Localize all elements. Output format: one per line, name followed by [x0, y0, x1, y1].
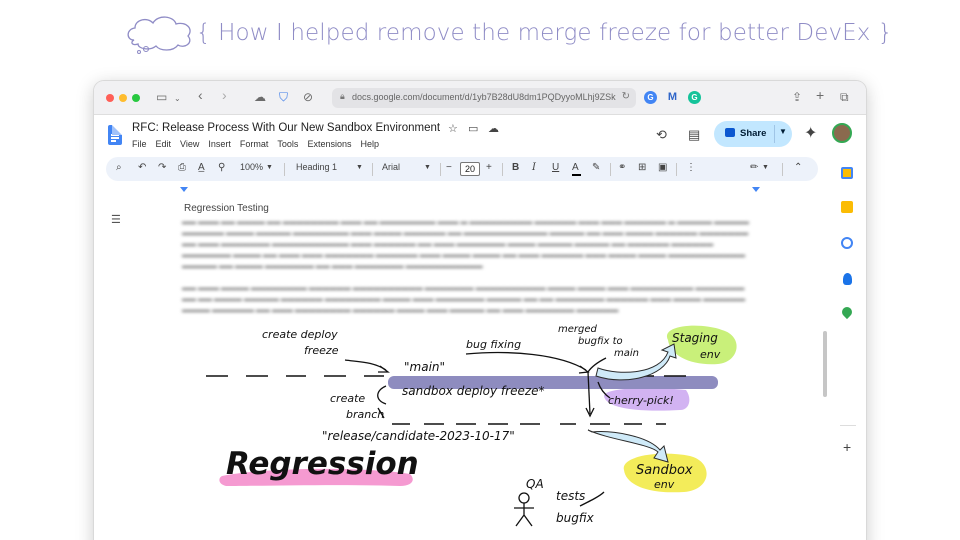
menu-bar: File Edit View Insert Format Tools Exten…: [132, 139, 379, 149]
share-label: Share: [740, 128, 767, 139]
shield-icon[interactable]: ⛉: [279, 90, 289, 104]
contacts-icon[interactable]: [843, 273, 852, 285]
formatting-toolbar: ⌕ ↶ ↷ ⎙ A̲ ⚲ 100% ▼ Heading 1 ▼ Arial ▼ …: [106, 157, 818, 181]
history-icon[interactable]: ⟲: [656, 127, 667, 142]
comments-icon[interactable]: ▤: [688, 127, 701, 142]
forward-icon[interactable]: ›: [222, 87, 227, 103]
more-options-icon[interactable]: ⋮: [686, 162, 696, 173]
tasks-icon[interactable]: [841, 237, 853, 249]
calendar-icon[interactable]: [841, 167, 853, 179]
menu-tools[interactable]: Tools: [277, 139, 299, 149]
maximize-window-button[interactable]: [132, 94, 140, 102]
highlight-icon[interactable]: ✎: [592, 162, 601, 173]
browser-toolbar: ▭ ⌄ ‹ › ☁ ⛉ ⊘ 🔒︎ docs.google.com/documen…: [94, 81, 866, 115]
gmail-icon[interactable]: M: [667, 91, 678, 103]
menu-insert[interactable]: Insert: [208, 139, 231, 149]
outline-icon[interactable]: ☰: [111, 214, 121, 226]
side-panel: +: [832, 157, 866, 540]
add-addon-icon[interactable]: +: [843, 439, 852, 455]
redo-icon[interactable]: ↷: [158, 162, 167, 173]
minimize-window-button[interactable]: [119, 94, 127, 102]
share-button[interactable]: Share ▼: [714, 121, 792, 147]
lock-icon: 🔒︎: [340, 91, 345, 101]
scrollbar[interactable]: [823, 331, 827, 397]
paint-format-icon[interactable]: ⚲: [218, 162, 226, 173]
font-select[interactable]: Arial: [382, 162, 401, 172]
menu-extensions[interactable]: Extensions: [307, 139, 352, 149]
back-icon[interactable]: ‹: [198, 87, 203, 103]
cloud-icon: [127, 16, 191, 54]
url-text: docs.google.com/document/d/1yb7B28dU8dm1…: [352, 92, 616, 102]
search-icon[interactable]: ⌕: [116, 162, 122, 173]
maps-icon[interactable]: [839, 304, 855, 320]
underline-icon[interactable]: U: [552, 162, 560, 173]
editing-mode-icon[interactable]: ✏: [750, 162, 759, 173]
decrease-font-icon[interactable]: −: [446, 162, 452, 173]
slide-title-text: { How I helped remove the merge freeze f…: [196, 20, 893, 46]
close-window-button[interactable]: [106, 94, 114, 102]
gemini-sparkle-icon[interactable]: ✦: [804, 125, 818, 142]
undo-icon[interactable]: ↶: [138, 162, 147, 173]
new-tab-icon[interactable]: +: [816, 87, 825, 103]
indent-marker-right[interactable]: [752, 187, 760, 192]
cloud-status-icon[interactable]: ☁: [488, 123, 499, 135]
italic-icon[interactable]: I: [532, 162, 536, 173]
link-icon[interactable]: ⚭: [618, 162, 627, 173]
insert-image-icon[interactable]: ▣: [658, 162, 668, 173]
keep-icon[interactable]: [841, 201, 853, 213]
chevron-down-icon[interactable]: ▼: [779, 127, 787, 136]
chevron-down-icon[interactable]: ▼: [356, 164, 363, 171]
grammarly-icon[interactable]: G: [688, 91, 701, 104]
chevron-down-icon[interactable]: ⌄: [174, 94, 181, 103]
chevron-down-icon[interactable]: ▼: [762, 164, 769, 171]
slide-title: { How I helped remove the merge freeze f…: [126, 14, 893, 54]
chevron-down-icon[interactable]: ▼: [424, 164, 431, 171]
browser-window: ▭ ⌄ ‹ › ☁ ⛉ ⊘ 🔒︎ docs.google.com/documen…: [94, 81, 866, 540]
menu-file[interactable]: File: [132, 139, 147, 149]
zoom-select[interactable]: 100%: [240, 162, 264, 172]
spellcheck-icon[interactable]: A̲: [198, 162, 205, 173]
docs-logo-icon[interactable]: [108, 125, 122, 145]
section-heading: Regression Testing: [184, 203, 269, 214]
increase-font-icon[interactable]: +: [486, 162, 492, 173]
tab-overview-icon[interactable]: ⧉: [840, 90, 849, 104]
move-folder-icon[interactable]: ▭: [468, 123, 479, 135]
menu-format[interactable]: Format: [239, 139, 269, 149]
blocked-icon[interactable]: ⊘: [303, 90, 314, 104]
print-icon[interactable]: ⎙: [178, 162, 186, 173]
reload-icon[interactable]: ↻: [621, 91, 630, 102]
lock-icon: [725, 128, 735, 137]
paragraph-style-select[interactable]: Heading 1: [296, 162, 338, 172]
cloud-sync-icon[interactable]: ☁: [254, 90, 266, 104]
chevron-down-icon[interactable]: ▼: [266, 164, 273, 171]
google-icon[interactable]: G: [644, 91, 657, 104]
share-page-icon[interactable]: ⇪: [792, 90, 803, 104]
menu-view[interactable]: View: [180, 139, 200, 149]
indent-marker-left[interactable]: [180, 187, 188, 192]
document-title[interactable]: RFC: Release Process With Our New Sandbo…: [132, 122, 441, 134]
menu-edit[interactable]: Edit: [155, 139, 172, 149]
sidebar-toggle-icon[interactable]: ▭: [156, 90, 168, 104]
blurred-body-text: ▬▬ ▬▬▬ ▬▬ ▬▬▬▬ ▬▬ ▬▬▬▬▬▬▬▬ ▬▬▬ ▬▬ ▬▬▬▬▬▬…: [182, 219, 750, 314]
text-color-icon[interactable]: A: [572, 162, 579, 173]
add-comment-icon[interactable]: ⊞: [638, 162, 647, 173]
collapse-menus-icon[interactable]: ⌃: [794, 162, 803, 173]
font-size-input[interactable]: 20: [460, 162, 480, 176]
menu-help[interactable]: Help: [360, 139, 379, 149]
avatar[interactable]: [832, 123, 852, 143]
star-icon[interactable]: ☆: [448, 123, 458, 135]
address-bar[interactable]: 🔒︎ docs.google.com/document/d/1yb7B28dU8…: [332, 88, 636, 108]
bold-icon[interactable]: B: [512, 162, 520, 173]
